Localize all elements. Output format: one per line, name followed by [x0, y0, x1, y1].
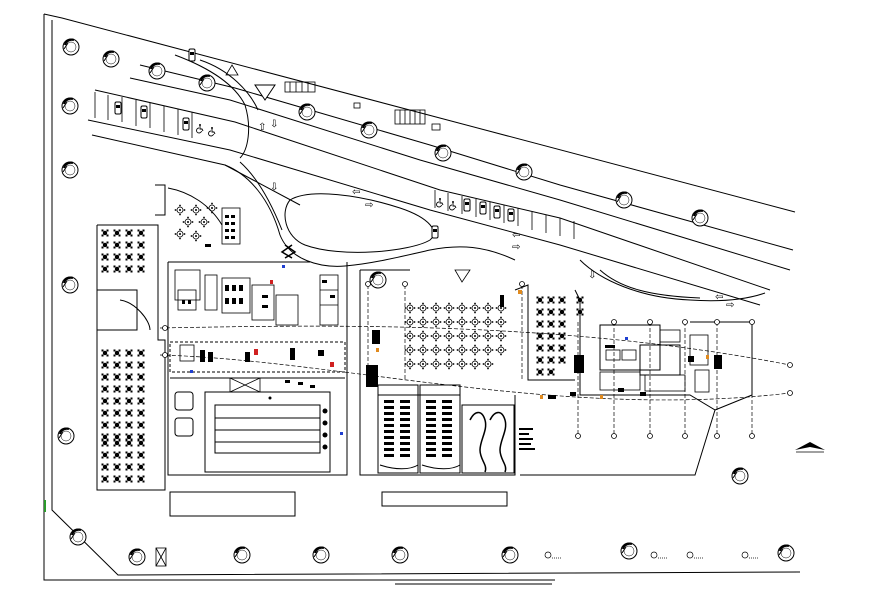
parked-car	[463, 198, 471, 212]
parked-car	[479, 201, 487, 215]
road-arrow-down: ⇩	[270, 119, 278, 130]
gate-marker	[155, 547, 167, 567]
parked-car	[114, 101, 122, 115]
tree-icon	[68, 527, 88, 547]
tree-icon	[60, 275, 80, 295]
small-tree-marks	[544, 551, 759, 559]
tree-icon	[311, 545, 331, 565]
tree-icon	[500, 545, 520, 565]
tree-icon	[61, 37, 81, 57]
tree-icon	[368, 270, 388, 290]
parked-car	[493, 205, 501, 219]
tree-icon	[390, 545, 410, 565]
auditorium-block	[359, 269, 516, 476]
tree-icon	[359, 120, 379, 140]
road-network	[87, 54, 794, 306]
structural-grid	[159, 285, 791, 435]
tree-icon	[776, 543, 796, 563]
bus-stop-north	[284, 81, 441, 131]
tree-icon	[730, 466, 750, 486]
central-fixtures	[182, 280, 335, 388]
tree-icon	[101, 49, 121, 69]
tree-icon	[56, 426, 76, 446]
tree-icon	[147, 61, 167, 81]
dining-hall	[404, 302, 507, 370]
tree-icon	[232, 545, 252, 565]
road-arrow-left-3: ⇦	[715, 292, 723, 303]
road-arrow-right: ⇨	[365, 200, 373, 211]
road-arrow-right-2: ⇨	[512, 242, 520, 253]
theatre-seating	[426, 400, 452, 457]
tree-icon	[614, 190, 634, 210]
accessible-parking-icon	[196, 123, 204, 134]
road-markings: ⇧ ⇩ ⇩ ⇦ ⇨ ⇦ ⇨ ⇩ ⇦ ⇨	[225, 64, 734, 311]
site-boundary	[43, 13, 801, 585]
east-wing-rooms	[599, 329, 710, 393]
parked-car	[507, 208, 515, 222]
central-rooms	[174, 269, 339, 393]
tree-icon	[127, 547, 147, 567]
pool-lane-markers	[268, 396, 328, 450]
moving-car	[431, 225, 439, 239]
tree-icon	[197, 73, 217, 93]
tree-icon	[514, 162, 534, 182]
north-arrow-icon	[795, 442, 825, 453]
stair-cores	[366, 295, 722, 387]
grid-bubbles	[162, 281, 793, 439]
road-arrow-left-2: ⇦	[512, 230, 520, 241]
tree-icon	[60, 96, 80, 116]
road-arrow-down-3: ⇩	[588, 270, 596, 281]
tree-icon	[433, 143, 453, 163]
parking-east	[434, 190, 575, 239]
road-arrow-left: ⇦	[352, 187, 360, 198]
dining-area-west	[101, 229, 145, 483]
accessible-parking-icon	[449, 200, 457, 211]
accent-marks	[190, 265, 709, 435]
accessible-parking-icon	[208, 126, 216, 137]
road-arrow-right-3: ⇨	[726, 300, 734, 311]
parking-west	[94, 92, 193, 138]
lobby-cluster	[155, 184, 297, 259]
accessible-parking-icon	[436, 197, 444, 208]
road-arrow-down-2: ⇩	[270, 182, 278, 193]
parked-car	[182, 117, 190, 131]
parked-car	[140, 105, 148, 119]
tree-icon	[619, 541, 639, 561]
moving-car	[188, 48, 196, 62]
road-arrow-up: ⇧	[258, 122, 266, 133]
west-building	[96, 224, 508, 517]
tree-icon	[690, 208, 710, 228]
theatre-seating	[384, 400, 410, 457]
stage-notes	[519, 428, 535, 450]
tree-icon	[60, 160, 80, 180]
tree-icon	[297, 102, 317, 122]
